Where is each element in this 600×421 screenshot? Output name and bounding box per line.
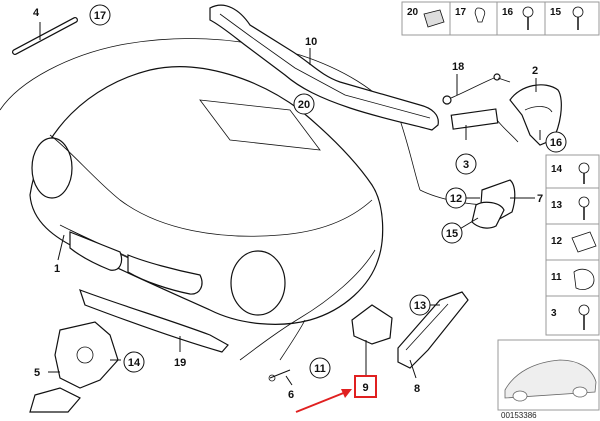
drawing-code: 00153386 bbox=[501, 411, 537, 420]
callout-9-highlight: 9 bbox=[354, 375, 377, 398]
svg-text:4: 4 bbox=[33, 7, 40, 19]
highlight-arrow bbox=[295, 389, 352, 413]
svg-text:16: 16 bbox=[550, 137, 562, 149]
front-strip-drawing bbox=[79, 288, 229, 353]
callout-1: 1 bbox=[54, 263, 60, 275]
callout-8: 8 bbox=[414, 383, 420, 395]
hood-drawing bbox=[0, 38, 491, 361]
callout-2: 2 bbox=[532, 65, 538, 77]
svg-text:19: 19 bbox=[174, 357, 186, 369]
callout-17-circle: 17 bbox=[89, 4, 111, 26]
callout-4: 4 bbox=[33, 7, 40, 19]
svg-text:2: 2 bbox=[532, 65, 538, 77]
svg-text:20: 20 bbox=[298, 99, 310, 111]
svg-text:8: 8 bbox=[414, 383, 420, 395]
callout-15-circle: 15 bbox=[441, 222, 463, 244]
callout-19: 19 bbox=[174, 357, 186, 369]
callout-3-circle: 3 bbox=[455, 153, 477, 175]
legend-right-label-2: 13 bbox=[551, 200, 563, 211]
callout-16-circle: 16 bbox=[545, 131, 567, 153]
legend-right-label-5: 3 bbox=[551, 308, 557, 319]
svg-text:18: 18 bbox=[452, 61, 464, 73]
hinge-drawing bbox=[450, 84, 562, 146]
svg-text:5: 5 bbox=[34, 367, 40, 379]
svg-text:7: 7 bbox=[537, 193, 543, 205]
callout-13-circle: 13 bbox=[409, 294, 431, 316]
car-thumbnail: 00153386 bbox=[497, 339, 600, 420]
legend-top-label-2: 17 bbox=[455, 7, 467, 18]
legend-top-label-3: 16 bbox=[502, 7, 514, 18]
svg-text:12: 12 bbox=[450, 193, 462, 205]
callout-5: 5 bbox=[34, 367, 40, 379]
strap-drawing bbox=[442, 73, 511, 105]
cover-drawing bbox=[351, 291, 469, 369]
strut-drawing bbox=[12, 17, 78, 55]
svg-text:13: 13 bbox=[414, 300, 426, 312]
latch-bracket-drawing bbox=[471, 179, 516, 229]
legend-right: 14 13 12 11 3 bbox=[545, 154, 600, 336]
cable-end-drawing bbox=[268, 369, 291, 382]
svg-text:3: 3 bbox=[463, 159, 469, 171]
callout-7: 7 bbox=[537, 193, 543, 205]
legend-top-label-4: 15 bbox=[550, 7, 562, 18]
svg-text:10: 10 bbox=[305, 36, 317, 48]
svg-text:11: 11 bbox=[314, 363, 326, 375]
callout-18: 18 bbox=[452, 61, 464, 73]
callout-20-circle: 20 bbox=[293, 93, 315, 115]
callout-6: 6 bbox=[288, 389, 294, 401]
callout-10: 10 bbox=[305, 36, 317, 48]
legend-top: 20 17 16 15 bbox=[401, 1, 600, 36]
legend-right-label-3: 12 bbox=[551, 236, 563, 247]
svg-text:14: 14 bbox=[128, 357, 141, 369]
seal-drawing bbox=[209, 4, 439, 131]
leader-lines bbox=[39, 22, 541, 386]
callout-11-circle: 11 bbox=[309, 357, 331, 379]
svg-text:17: 17 bbox=[94, 10, 106, 22]
legend-right-label-1: 14 bbox=[551, 164, 563, 175]
legend-right-label-4: 11 bbox=[551, 272, 562, 283]
lock-drawing bbox=[29, 321, 119, 413]
callout-14-circle: 14 bbox=[123, 351, 145, 373]
svg-text:6: 6 bbox=[288, 389, 294, 401]
callout-12-circle: 12 bbox=[445, 187, 467, 209]
svg-text:15: 15 bbox=[446, 228, 458, 240]
svg-text:1: 1 bbox=[54, 263, 60, 275]
svg-text:9: 9 bbox=[362, 382, 368, 394]
legend-top-label-1: 20 bbox=[407, 7, 419, 18]
